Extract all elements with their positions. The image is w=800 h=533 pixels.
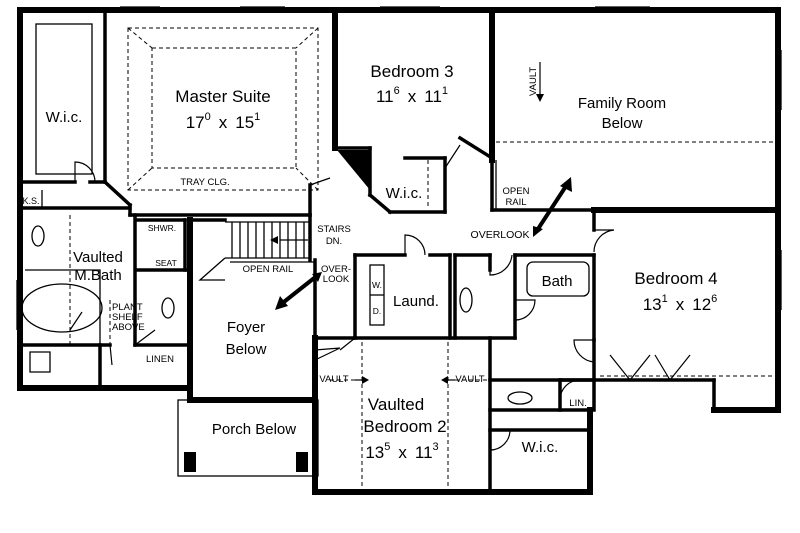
open-rail-right-label-1: OPEN	[503, 186, 530, 197]
open-rail-left-label: OPEN RAIL	[243, 264, 294, 275]
overlook-right-label: OVERLOOK	[471, 229, 530, 241]
wic-master-label: W.i.c.	[46, 109, 83, 126]
overlook-left-label-1: OVER-	[321, 264, 351, 275]
master-suite-label: Master Suite	[175, 87, 270, 106]
wic-bedroom2-label: W.i.c.	[522, 439, 559, 456]
stairs-label: STAIRS	[317, 224, 351, 235]
linen-label: LINEN	[146, 354, 174, 365]
arrows	[69, 62, 572, 384]
plant-shelf-label-3: ABOVE	[112, 322, 145, 333]
interior-walls	[18, 8, 716, 494]
open-rail-right-label-2: RAIL	[505, 197, 526, 208]
stairs-dn-label: DN.	[326, 236, 342, 247]
tray-ceiling-label: TRAY CLG.	[180, 177, 229, 188]
dryer-label: D.	[373, 306, 382, 316]
bedroom2-label-2: Bedroom 2	[363, 417, 446, 436]
bedroom4-label: Bedroom 4	[634, 269, 717, 288]
porch-label: Porch Below	[212, 421, 296, 438]
bedroom2-label-1: Vaulted	[368, 395, 424, 414]
master-bath-label-2: M.Bath	[74, 267, 122, 284]
family-room-vault-label: VAULT	[528, 67, 539, 96]
plant-shelf-label-2: SHELF	[112, 312, 143, 323]
bath-label: Bath	[542, 273, 573, 290]
bedroom2-vault-right: VAULT	[455, 374, 484, 385]
foyer-label: Foyer	[227, 319, 265, 336]
ks-label: K.S.	[22, 196, 39, 206]
door-swings	[74, 144, 691, 451]
seat-label: SEAT	[155, 258, 177, 268]
linen-right-label: LIN.	[569, 398, 586, 409]
overlook-left-label-2: LOOK	[323, 274, 350, 285]
family-room-below-label: Below	[602, 115, 643, 132]
plant-shelf-label-1: PLANT	[112, 302, 143, 313]
shower-label: SHWR.	[148, 223, 176, 233]
family-room-label: Family Room	[578, 95, 666, 112]
laundry-label: Laund.	[393, 293, 439, 310]
bedroom3-label: Bedroom 3	[370, 62, 453, 81]
wic-bedroom3-label: W.i.c.	[386, 185, 423, 202]
bedroom3-corner-fill	[337, 150, 370, 190]
foyer-below-label: Below	[226, 341, 267, 358]
bedroom2-vault-left: VAULT	[319, 374, 348, 385]
master-bath-label-1: Vaulted	[73, 249, 123, 266]
washer-label: W.	[372, 280, 382, 290]
wall-details	[16, 6, 782, 477]
dashed-lines	[69, 27, 778, 490]
